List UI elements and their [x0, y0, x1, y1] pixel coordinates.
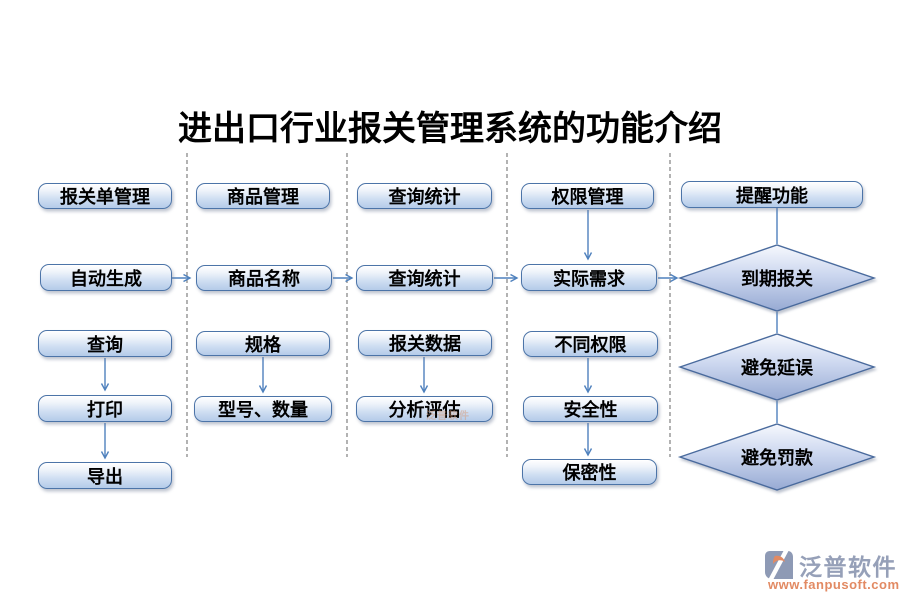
node-declaration-data: 报关数据: [358, 330, 492, 356]
node-print: 打印: [38, 395, 172, 422]
node-security: 安全性: [523, 396, 658, 422]
node-analysis-evaluation: 分析评估: [356, 396, 493, 422]
diamond-avoid-penalty: [677, 423, 877, 491]
watermark-text: 泛普软件: [426, 411, 470, 422]
diagram-title: 进出口行业报关管理系统的功能介绍: [178, 110, 722, 148]
node-product-name: 商品名称: [196, 265, 332, 291]
node-actual-needs: 实际需求: [521, 264, 657, 291]
node-specification: 规格: [196, 331, 330, 356]
node-query: 查询: [38, 330, 172, 357]
fanpu-logo-icon: [765, 550, 793, 580]
diamond-label-avoid-penalty: 避免罚款: [741, 448, 813, 468]
logo-url: www.fanpusoft.com: [768, 577, 900, 592]
node-declaration-management: 报关单管理: [38, 183, 172, 209]
node-query-statistics: 查询统计: [356, 265, 493, 291]
node-query-statistics-header: 查询统计: [357, 183, 492, 209]
node-reminder-function: 提醒功能: [681, 181, 863, 208]
node-export: 导出: [38, 462, 172, 489]
node-confidentiality: 保密性: [522, 459, 657, 485]
node-product-management: 商品管理: [196, 183, 330, 209]
node-auto-generate: 自动生成: [40, 264, 172, 291]
diamond-label-due-declaration: 到期报关: [741, 269, 813, 289]
logo: 泛普软件 www.fanpusoft.com: [764, 548, 899, 598]
diamond-due-declaration: [677, 244, 877, 312]
diamond-avoid-delay: [677, 333, 877, 401]
logo-text: 泛普软件: [799, 554, 897, 580]
diamond-label-avoid-delay: 避免延误: [741, 358, 813, 378]
node-model-quantity: 型号、数量: [194, 396, 332, 422]
node-permission-management: 权限管理: [521, 183, 654, 209]
node-different-permissions: 不同权限: [523, 331, 658, 357]
